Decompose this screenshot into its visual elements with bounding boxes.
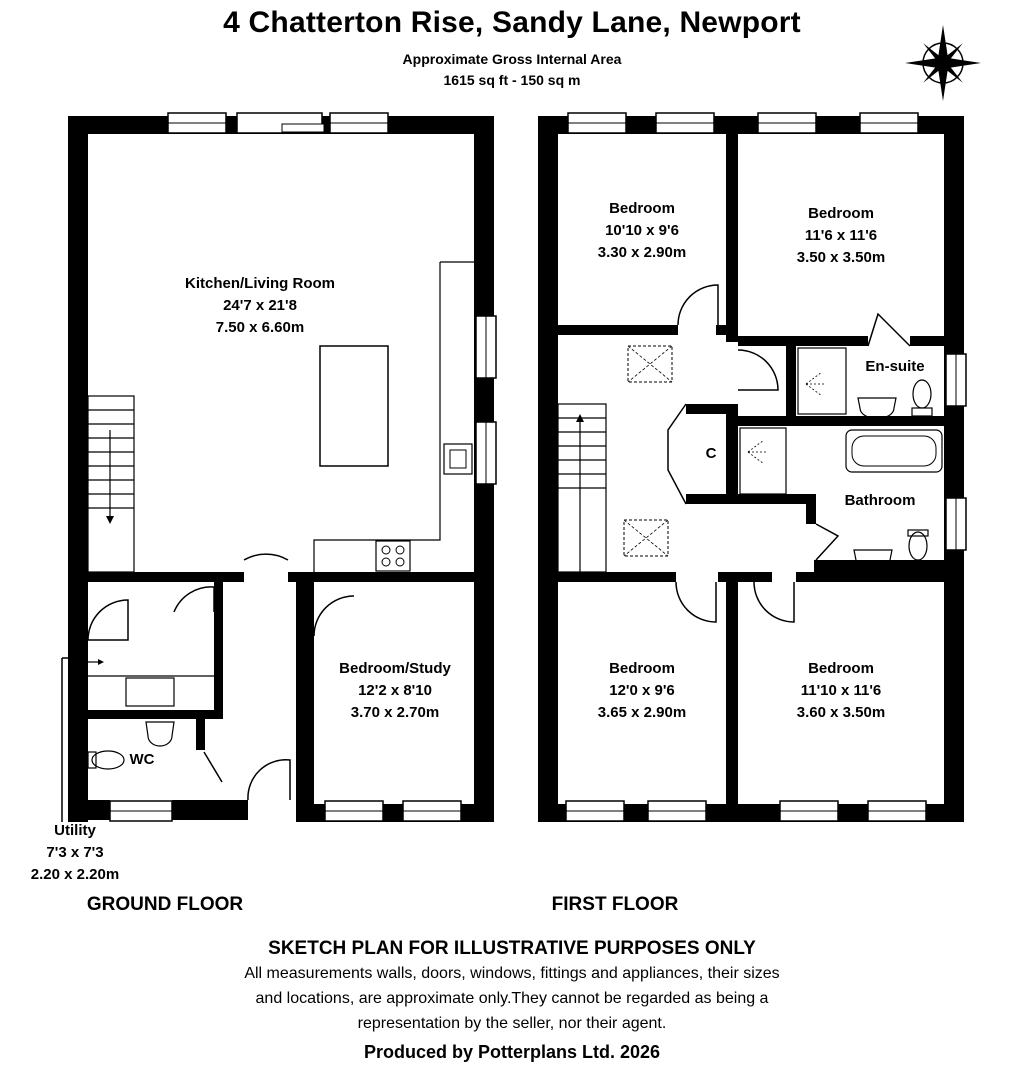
- utility-name: Utility: [54, 822, 96, 839]
- bed1-imperial: 10'10 x 9'6: [605, 222, 679, 239]
- ground-floor-plan: [61, 112, 497, 822]
- bed2-name: Bedroom: [808, 205, 874, 222]
- bed1-metric: 3.30 x 2.90m: [597, 244, 687, 261]
- study-imperial: 12'2 x 8'10: [358, 682, 432, 699]
- bed3-metric: 3.65 x 2.90m: [597, 704, 687, 721]
- kitchen-imperial: 24'7 x 21'8: [223, 297, 297, 314]
- bed2-imperial: 11'6 x 11'6: [804, 227, 878, 244]
- kitchen-metric: 7.50 x 6.60m: [215, 319, 305, 336]
- utility-imperial: 7'3 x 7'3: [46, 844, 104, 861]
- bedroom-3-label: Bedroom 12'0 x 9'6 3.65 x 2.90m: [558, 658, 726, 724]
- utility-label: Utility 7'3 x 7'3 2.20 x 2.20m: [0, 820, 150, 886]
- kitchen-name: Kitchen/Living Room: [185, 275, 335, 292]
- study-metric: 3.70 x 2.70m: [350, 704, 440, 721]
- study-name: Bedroom/Study: [339, 660, 451, 677]
- bed4-metric: 3.60 x 3.50m: [796, 704, 886, 721]
- kitchen-living-room-label: Kitchen/Living Room 24'7 x 21'8 7.50 x 6…: [160, 273, 360, 339]
- ensuite-label: En-suite: [865, 358, 925, 375]
- ground-floor-label: GROUND FLOOR: [86, 894, 244, 915]
- bathroom-label: Bathroom: [844, 492, 916, 509]
- bed1-name: Bedroom: [609, 200, 675, 217]
- compass-rose-icon: [905, 25, 981, 101]
- bed2-metric: 3.50 x 3.50m: [796, 249, 886, 266]
- bed4-imperial: 11'10 x 11'6: [800, 682, 882, 699]
- producer-credit: Produced by Potterplans Ltd. 2026: [363, 1042, 661, 1062]
- utility-metric: 2.20 x 2.20m: [30, 866, 120, 883]
- wc-label: WC: [129, 751, 155, 768]
- first-floor-plan: [538, 112, 967, 822]
- bedroom-study-label: Bedroom/Study 12'2 x 8'10 3.70 x 2.70m: [300, 658, 490, 724]
- disclaimer-line-2: and locations, are approximate only.They…: [255, 990, 769, 1007]
- disclaimer-line-1: All measurements walls, doors, windows, …: [244, 965, 780, 982]
- bedroom-2-label: Bedroom 11'6 x 11'6 3.50 x 3.50m: [738, 203, 944, 269]
- first-floor-label: FIRST FLOOR: [551, 894, 679, 915]
- disclaimer-title: SKETCH PLAN FOR ILLUSTRATIVE PURPOSES ON…: [268, 938, 756, 959]
- bed3-imperial: 12'0 x 9'6: [609, 682, 675, 699]
- bedroom-4-label: Bedroom 11'10 x 11'6 3.60 x 3.50m: [738, 658, 944, 724]
- area-label: Approximate Gross Internal Area: [402, 51, 622, 67]
- cupboard-label: C: [705, 445, 717, 462]
- bed4-name: Bedroom: [808, 660, 874, 677]
- page-title: 4 Chatterton Rise, Sandy Lane, Newport: [223, 6, 801, 39]
- area-value: 1615 sq ft - 150 sq m: [443, 72, 581, 88]
- bed3-name: Bedroom: [609, 660, 675, 677]
- bedroom-1-label: Bedroom 10'10 x 9'6 3.30 x 2.90m: [558, 198, 726, 264]
- disclaimer-line-3: representation by the seller, nor their …: [357, 1015, 667, 1032]
